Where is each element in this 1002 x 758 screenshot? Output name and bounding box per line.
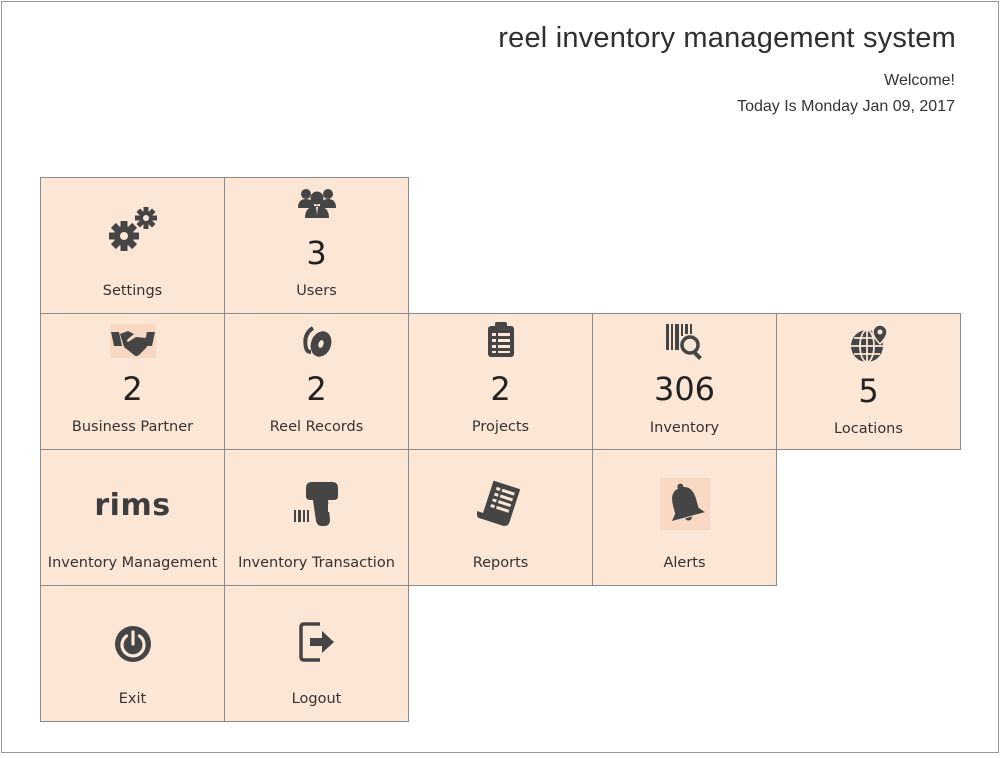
power-icon xyxy=(114,626,151,662)
tile-projects[interactable]: 2 Projects xyxy=(408,313,593,450)
rims-logo: rims xyxy=(94,488,171,523)
tile-business-partner[interactable]: 2 Business Partner xyxy=(40,313,225,450)
barcode-search-icon xyxy=(665,324,702,360)
tile-label: Inventory Transaction xyxy=(238,555,395,571)
clipboard-checklist-icon xyxy=(487,322,514,357)
app-title: reel inventory management system xyxy=(498,22,956,54)
tile-alerts[interactable]: Alerts xyxy=(592,449,777,586)
gears-icon xyxy=(108,207,157,251)
tile-label: Alerts xyxy=(663,555,706,571)
tile-label: Reports xyxy=(472,555,529,571)
tile-label: Locations xyxy=(834,421,903,437)
globe-pin-icon xyxy=(850,324,888,363)
tile-label: Users xyxy=(296,283,337,299)
locations-count: 5 xyxy=(858,372,879,410)
projects-count: 2 xyxy=(490,370,511,408)
tile-label: Business Partner xyxy=(71,419,194,435)
tile-locations[interactable]: 5 Locations xyxy=(776,313,961,450)
tile-reports[interactable]: Reports xyxy=(408,449,593,586)
tile-users[interactable]: 3 Users xyxy=(224,177,409,314)
barcode-scanner-icon xyxy=(293,482,338,526)
handshake-icon xyxy=(109,324,156,358)
reel-records-count: 2 xyxy=(306,370,327,408)
logout-icon xyxy=(298,622,334,662)
reel-icon xyxy=(302,326,331,357)
tile-label: Logout xyxy=(291,691,342,707)
tile-inventory-management[interactable]: rims Inventory Management xyxy=(40,449,225,586)
tile-label: Inventory xyxy=(649,420,720,436)
tile-label: Reel Records xyxy=(269,419,364,435)
tile-inventory-transaction[interactable]: Inventory Transaction xyxy=(224,449,409,586)
welcome-text: Welcome! xyxy=(884,72,955,89)
tile-label: Exit xyxy=(118,691,147,707)
business-partner-count: 2 xyxy=(122,370,143,408)
tile-logout[interactable]: Logout xyxy=(224,585,409,722)
date-text: Today Is Monday Jan 09, 2017 xyxy=(737,98,955,115)
inventory-count: 306 xyxy=(653,370,716,408)
tile-settings[interactable]: Settings xyxy=(40,177,225,314)
bell-icon xyxy=(659,478,710,530)
tile-exit[interactable]: Exit xyxy=(40,585,225,722)
tile-label: Projects xyxy=(471,419,530,435)
users-count: 3 xyxy=(306,234,327,272)
tile-label: Inventory Management xyxy=(47,555,218,571)
users-group-icon xyxy=(297,189,336,218)
tile-label: Settings xyxy=(102,283,163,299)
report-scroll-icon xyxy=(476,480,520,526)
tile-inventory[interactable]: 306 Inventory xyxy=(592,313,777,450)
tile-reel-records[interactable]: 2 Reel Records xyxy=(224,313,409,450)
